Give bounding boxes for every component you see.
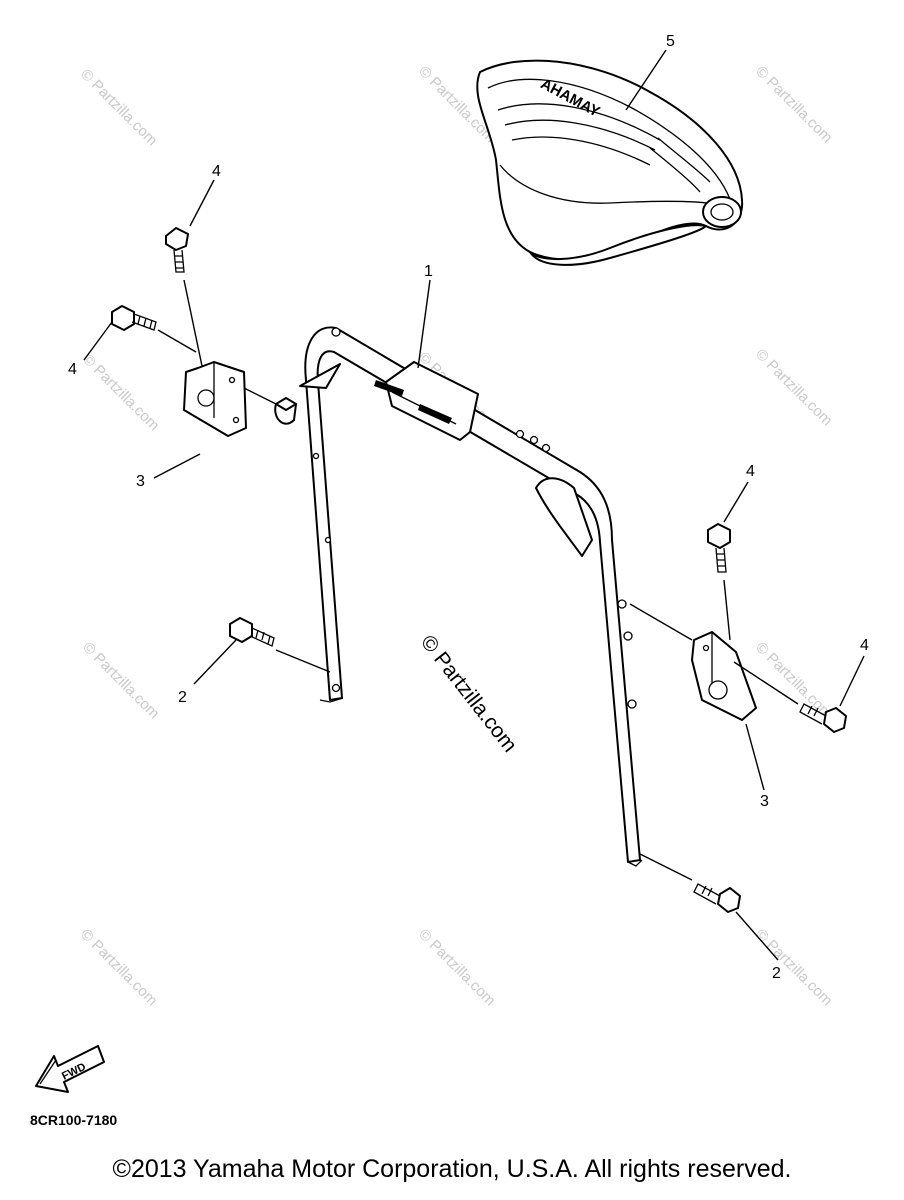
callout-5: 5	[666, 33, 675, 50]
watermark: © Partzilla.com	[752, 639, 835, 722]
callout-4-mid-left: 4	[68, 361, 77, 378]
callout-2-right: 2	[772, 965, 781, 982]
watermark: © Partzilla.com	[79, 639, 162, 722]
callout-4-right-top: 4	[746, 463, 755, 480]
bolt-left-vertical	[165, 227, 189, 273]
watermark: © Partzilla.com	[79, 351, 162, 434]
bolt-left-lower	[229, 617, 275, 647]
fwd-arrow-icon: FWD	[35, 1045, 105, 1093]
callout-4-top-left: 4	[212, 163, 221, 180]
bolt-right-vertical	[707, 523, 731, 573]
watermark: © Partzilla.com	[77, 926, 160, 1009]
callout-2-left: 2	[178, 689, 187, 706]
diagram-code: 8CR100-7180	[30, 1112, 118, 1128]
bolt-right-lower	[693, 883, 741, 913]
bolt-right-horizontal	[799, 703, 847, 733]
watermark: © Partzilla.com	[77, 66, 160, 149]
watermark: © Partzilla.com	[752, 926, 835, 1009]
bolt-left-horizontal	[111, 305, 157, 331]
handle-pole	[299, 326, 643, 867]
seat-pad: YAMAHA	[476, 59, 744, 266]
watermark: © Partzilla.com	[752, 346, 835, 429]
left-bracket	[183, 361, 297, 437]
watermark: © Partzilla.com	[752, 63, 835, 146]
watermark: © Partzilla.com	[415, 926, 498, 1009]
callout-3-left: 3	[136, 473, 145, 490]
copyright-notice: ©2013 Yamaha Motor Corporation, U.S.A. A…	[112, 1155, 792, 1183]
callout-3-right: 3	[760, 793, 769, 810]
callout-1: 1	[424, 263, 433, 280]
center-watermark: © Partzilla.com	[416, 631, 521, 757]
callout-4-right: 4	[860, 637, 869, 654]
right-bracket	[691, 631, 757, 721]
